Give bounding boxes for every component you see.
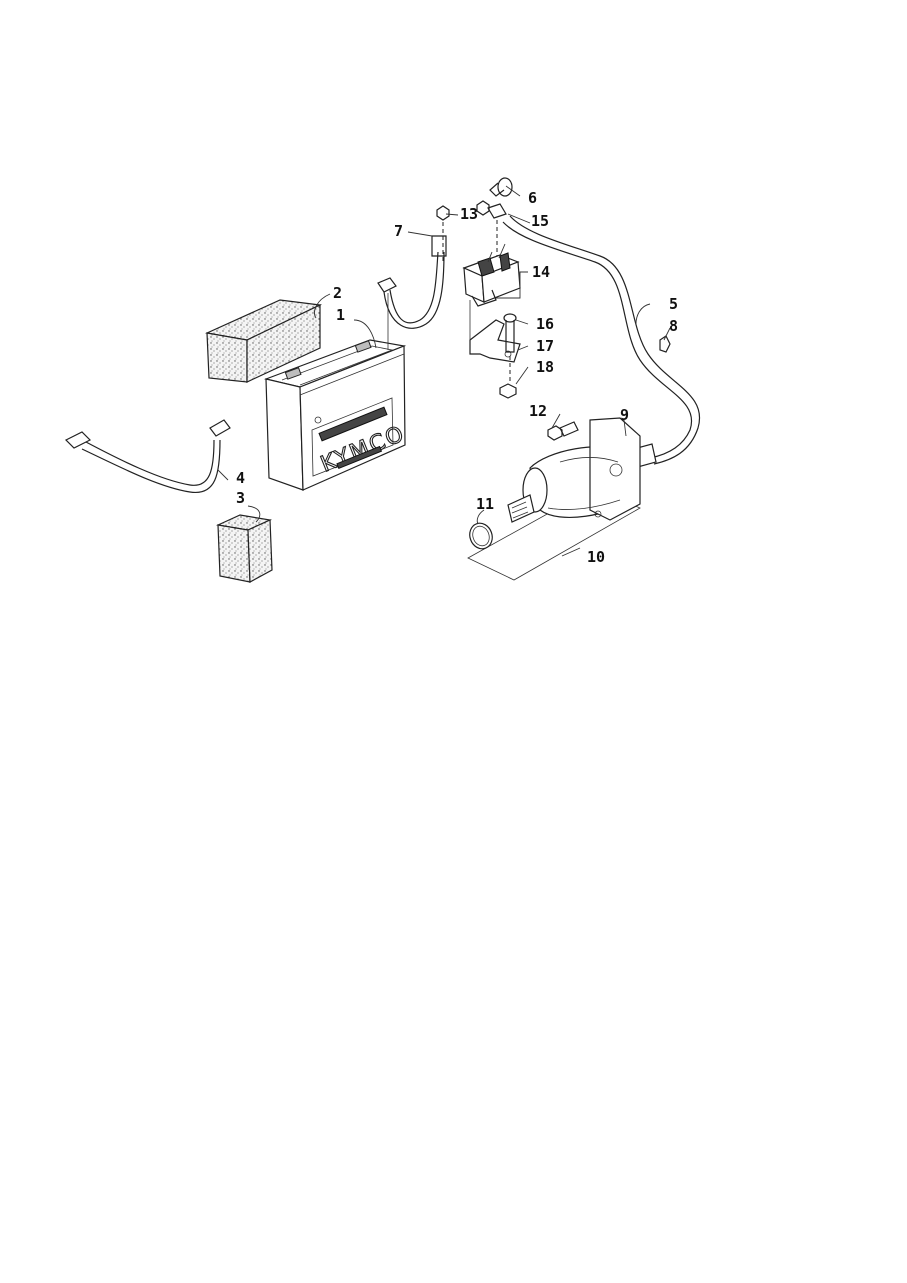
bracket-bolt xyxy=(503,313,517,353)
terminal-cap xyxy=(489,177,513,197)
callout-11: 11 xyxy=(476,495,494,513)
callout-8: 8 xyxy=(669,317,678,335)
solenoid-bracket xyxy=(469,300,521,363)
callout-4: 4 xyxy=(236,469,245,487)
callout-18: 18 xyxy=(536,358,554,376)
callout-labels: 1 2 3 4 5 6 7 8 9 10 11 12 13 14 15 16 1… xyxy=(236,189,678,566)
bracket-nut xyxy=(499,356,517,399)
callout-15: 15 xyxy=(531,212,549,230)
callout-1: 1 xyxy=(336,306,345,324)
callout-14: 14 xyxy=(532,263,550,281)
callout-16: 16 xyxy=(536,315,554,333)
callout-10: 10 xyxy=(587,548,605,566)
terminal-nut xyxy=(476,200,490,216)
callout-13: 13 xyxy=(460,205,478,223)
starter-motor xyxy=(467,417,641,581)
callout-12: 12 xyxy=(529,402,547,420)
cable-clip xyxy=(659,335,671,353)
leader-lines xyxy=(217,185,671,557)
o-ring xyxy=(469,522,493,550)
callout-9: 9 xyxy=(620,406,629,424)
callout-5: 5 xyxy=(669,295,678,313)
callout-6: 6 xyxy=(528,189,537,207)
starter-solenoid xyxy=(462,243,521,307)
callout-3: 3 xyxy=(236,489,245,507)
cable-lug xyxy=(487,203,507,258)
battery-to-solenoid-cable xyxy=(377,235,447,350)
ground-cable xyxy=(64,419,231,494)
solenoid-nut xyxy=(436,205,450,262)
foam-pad-upper xyxy=(204,299,323,383)
callout-17: 17 xyxy=(536,337,554,355)
callout-2: 2 xyxy=(333,284,342,302)
foam-pad-lower xyxy=(215,514,273,583)
starter-bolt xyxy=(547,421,579,441)
callout-7: 7 xyxy=(394,222,403,240)
